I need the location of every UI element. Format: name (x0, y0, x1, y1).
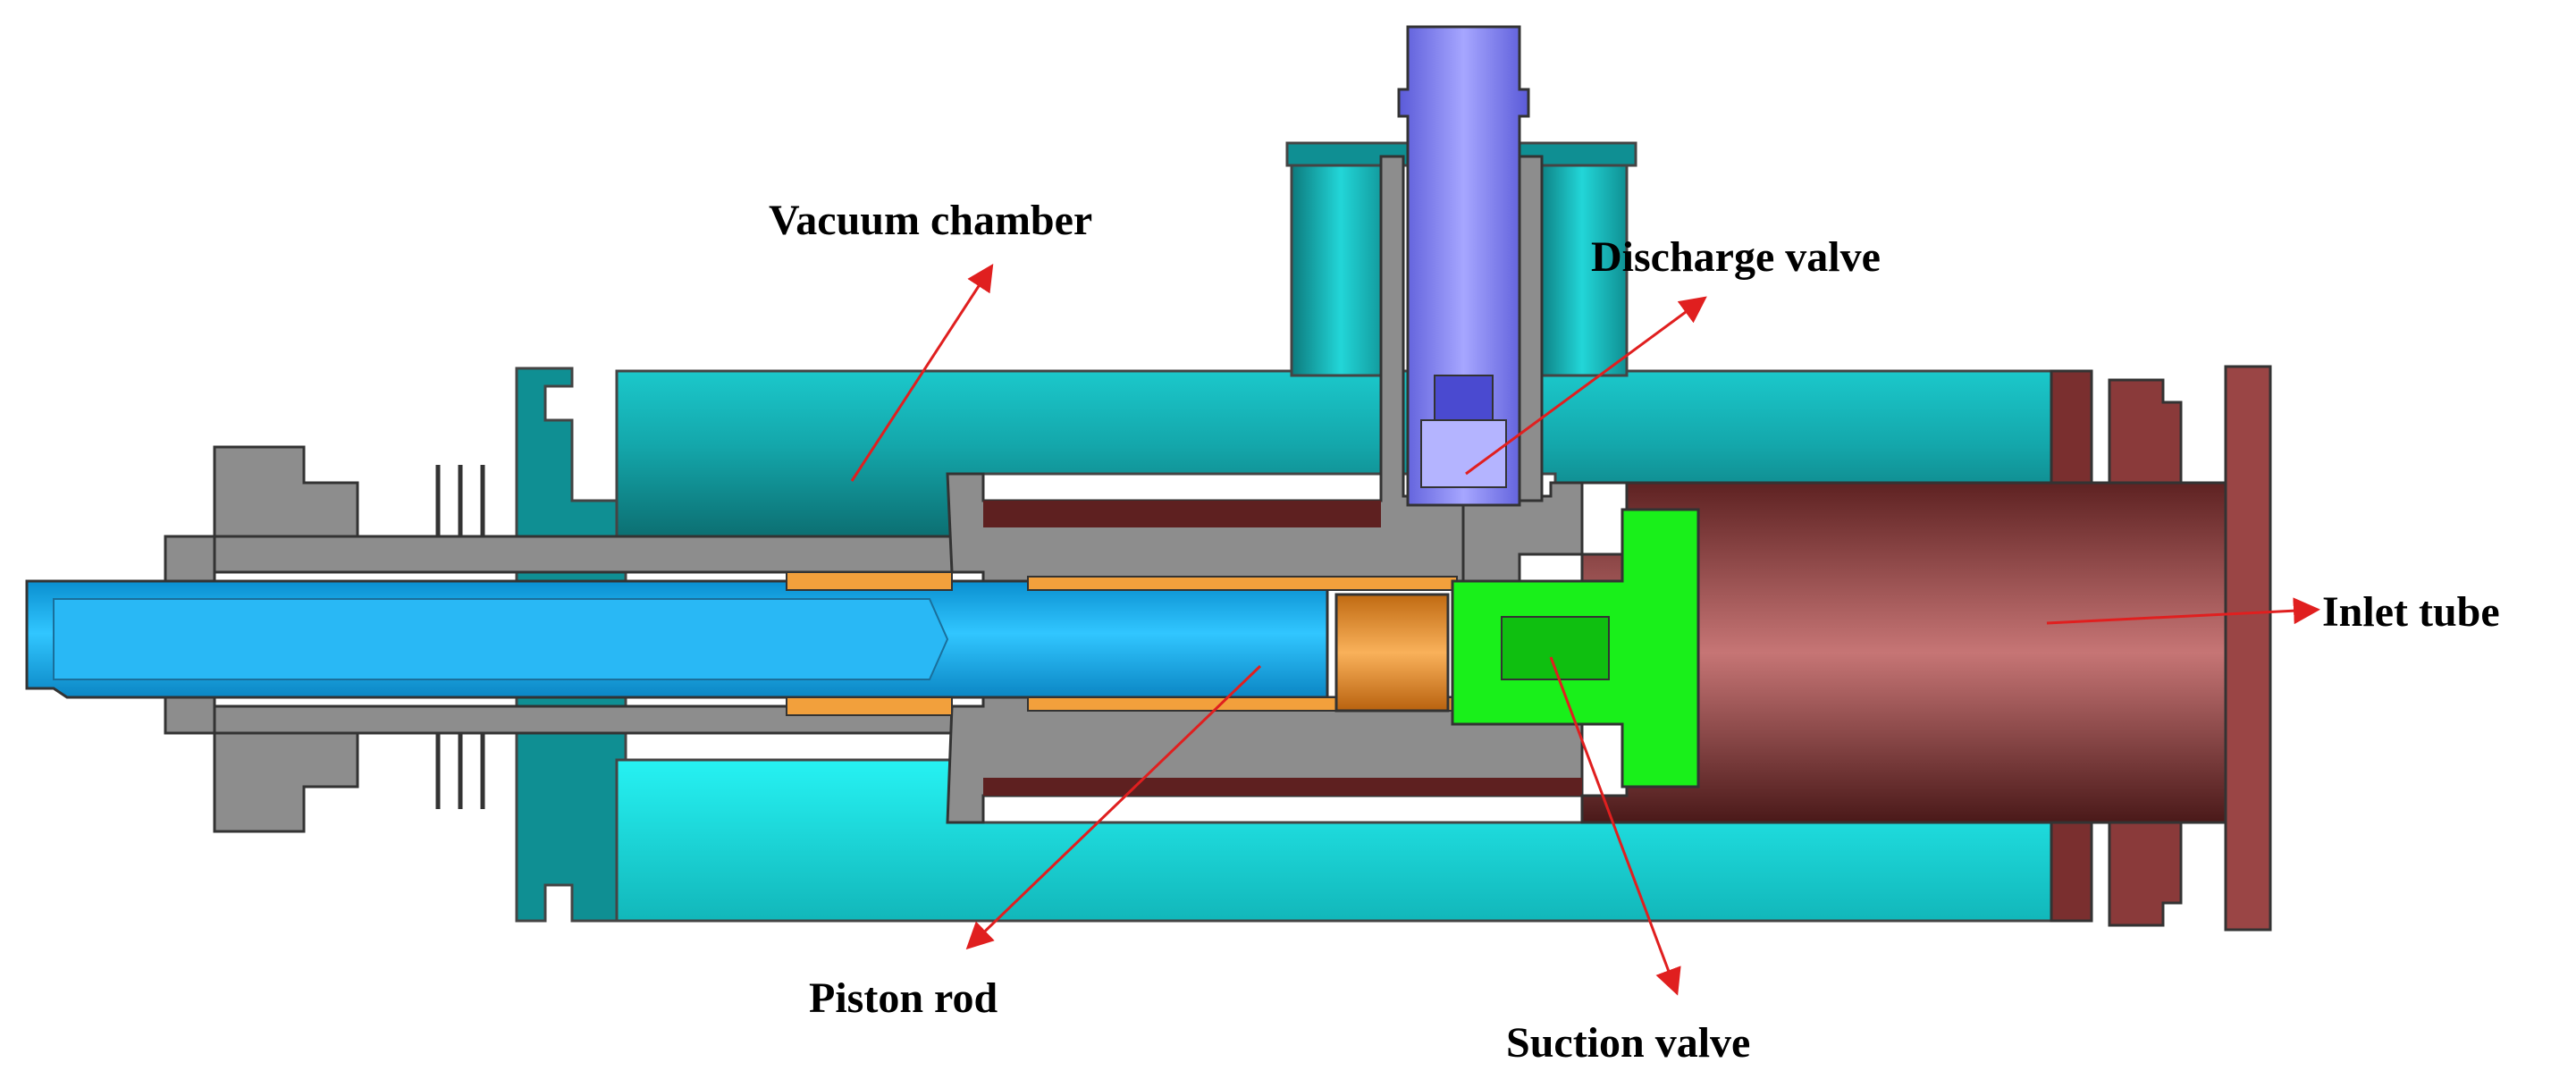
discharge-valve-part (1397, 25, 1530, 581)
label-vacuum-chamber: Vacuum chamber (769, 197, 1092, 244)
piston-rod-part (25, 571, 1458, 716)
arrow-piston-rod (965, 664, 1262, 950)
vacuum-chamber-part (515, 141, 2053, 923)
arrow-suction-valve (1549, 656, 1681, 996)
callout-arrows (850, 263, 2320, 996)
arrow-inlet-tube (2046, 597, 2320, 625)
piston-part (1334, 593, 1450, 713)
arrow-vacuum-chamber (850, 263, 994, 482)
suction-valve-part (1451, 508, 1700, 789)
inlet-tube-part (1580, 365, 2272, 932)
label-inlet-tube: Inlet tube (2322, 588, 2500, 636)
label-piston-rod: Piston rod (809, 974, 998, 1022)
label-discharge-valve: Discharge valve (1591, 233, 1881, 281)
label-suction-valve: Suction valve (1506, 1019, 1750, 1067)
arrow-discharge-valve (1465, 296, 1707, 476)
